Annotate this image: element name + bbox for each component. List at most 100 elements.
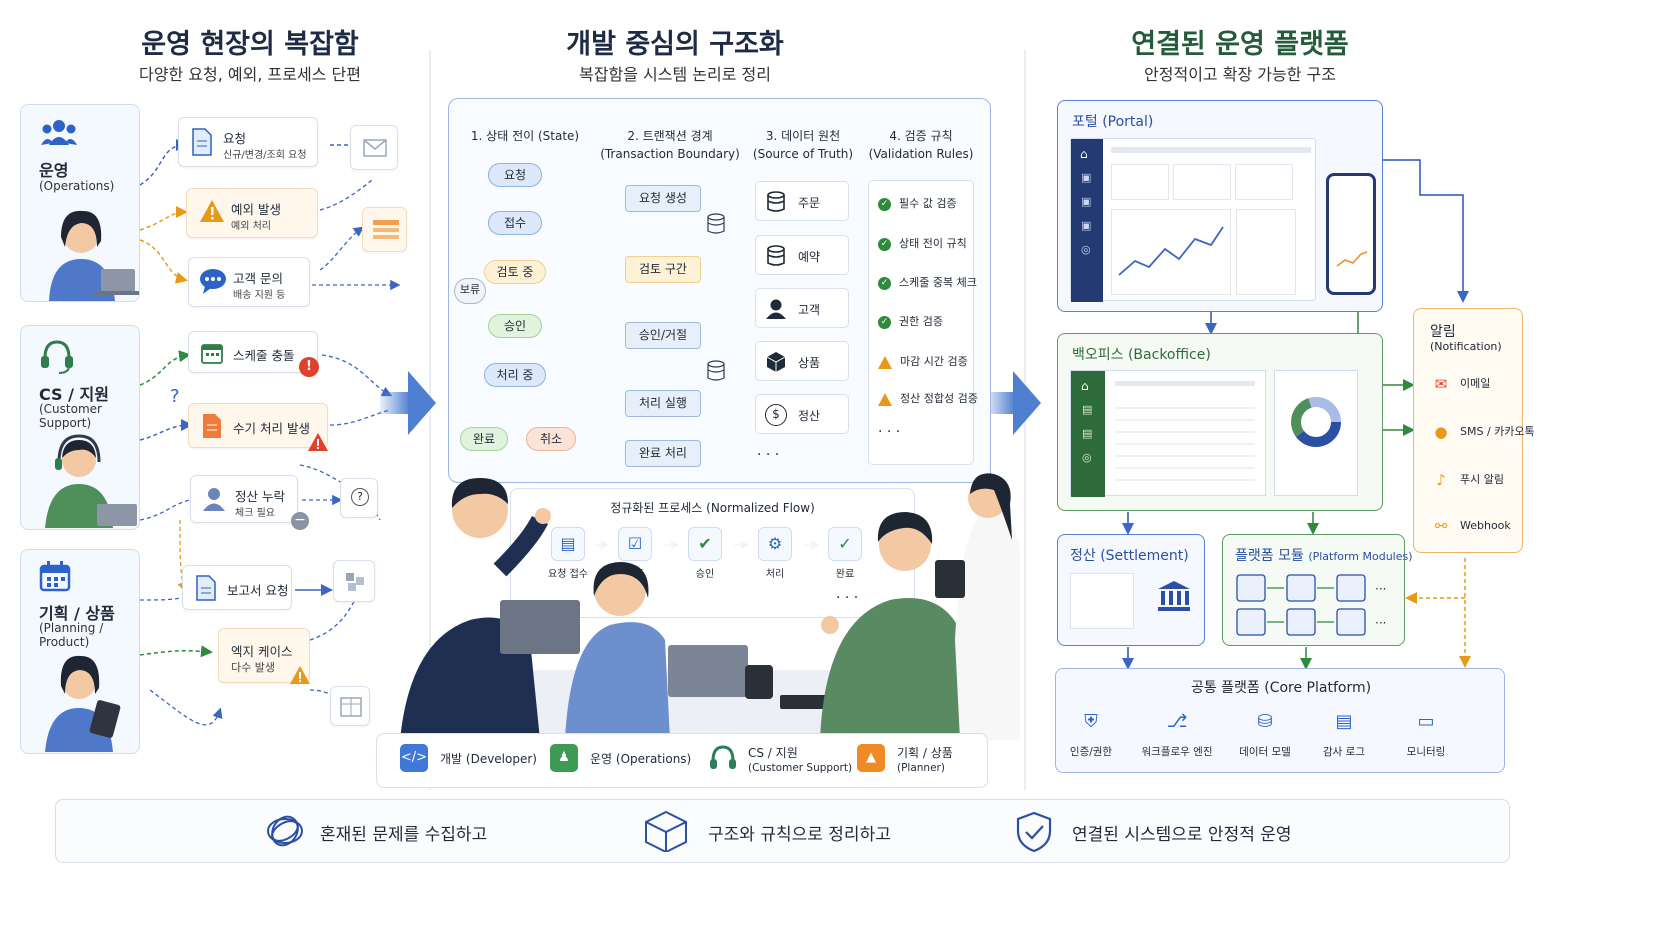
chip-subtitle: 체크 필요 (235, 508, 275, 519)
notification-item-sms: ●SMS / 카카오톡 (1430, 423, 1534, 441)
core-item-monitoring: ▭모니터링 (1387, 708, 1465, 759)
validation-rule: 정산 정합성 검증 (878, 390, 978, 406)
question-icon: ? (351, 488, 369, 506)
chip-subtitle: 다수 발생 (231, 661, 275, 674)
minus-icon: − (291, 512, 309, 530)
big-arrow-left (408, 371, 436, 435)
section-title-dev: 개발 중심의 구조화 (566, 29, 784, 60)
chip-inquiry: 고객 문의 배송 지원 등 (188, 257, 310, 307)
big-arrow-body-left (380, 392, 410, 414)
legend-sublabel: (Customer Support) (748, 762, 853, 774)
notification-item-webhook: ⚯Webhook (1430, 517, 1511, 535)
big-arrow-right (1013, 371, 1041, 435)
team-meeting-illustration (400, 473, 1020, 740)
portal-sidebar: ⌂ ▣ ▣ ▣ ◎ (1071, 139, 1103, 302)
table-card (330, 686, 370, 726)
core-item-auth: ⛨인증/권한 (1052, 708, 1130, 759)
question-mark: ? (170, 386, 180, 407)
backoffice-screen: ⌂ ▤ ▤ ◎ (1070, 370, 1266, 497)
settlement-title: 정산 (Settlement) (1070, 548, 1189, 564)
mobile-phone (1326, 173, 1376, 295)
bell-icon: ♪ (1436, 471, 1446, 489)
backoffice-sidebar: ⌂ ▤ ▤ ◎ (1071, 371, 1105, 497)
normalized-flow-title: 정규화된 프로세스 (Normalized Flow) (610, 501, 815, 515)
cs-person-illustration (45, 434, 137, 528)
document-icon (203, 414, 221, 438)
warning-icon (290, 666, 310, 684)
state-node-hold: 보류 (454, 278, 486, 304)
column-subtitle: (Source of Truth) (752, 147, 854, 161)
state-node: 검토 중 (484, 260, 546, 284)
source-item-product: 상품 (755, 341, 849, 381)
document-icon: ▤ (551, 527, 585, 561)
people-icon: ♟ (550, 744, 578, 772)
database-icon (767, 191, 785, 212)
legend-label: 기획 / 상품 (897, 746, 953, 760)
chat-bubble-icon (200, 269, 226, 294)
modules-grid-graphic: ······ (1236, 574, 1386, 636)
check-icon: ✓ (878, 197, 891, 211)
section-title-platform: 연결된 운영 플랫폼 (1131, 29, 1349, 60)
state-node: 완료 (460, 427, 508, 451)
modules-title-en: (Platform Modules) (1308, 550, 1413, 563)
column-title: 3. 데이터 원천 (765, 129, 841, 143)
validation-rule: ✓권한 검증 (878, 313, 943, 329)
check-icon: ✓ (878, 315, 891, 329)
menu-icon: ▤ (1082, 427, 1093, 440)
database-icon (707, 360, 725, 381)
role-card-operations: 운영 (Operations) (20, 104, 140, 302)
check-icon: ✓ (878, 237, 891, 251)
role-subtitle: (Operations) (39, 179, 115, 193)
notification-title: 알림 (1430, 324, 1456, 340)
core-item-audit-log: ▤감사 로그 (1305, 708, 1383, 759)
user-icon (766, 299, 786, 319)
list-widget (1236, 209, 1296, 295)
portal-title: 포털 (Portal) (1072, 114, 1154, 130)
section-title-field: 운영 현장의 복잡함 (141, 29, 359, 60)
validation-label: 스케줄 중복 체크 (899, 276, 977, 289)
operations-person-illustration (49, 210, 139, 301)
flow-ellipsis: · · · (836, 590, 859, 606)
calendar-icon (201, 344, 223, 364)
column-title: 2. 트랜잭션 경계 (627, 129, 713, 143)
state-node: 승인 (488, 314, 542, 338)
menu-icon: ◎ (1081, 243, 1091, 256)
list-icon (373, 220, 399, 239)
structure-blocks-icon (645, 810, 687, 852)
table-graphic (1115, 397, 1255, 487)
bottom-step-organize: 구조와 규칙으로 정리하고 (708, 825, 891, 845)
webhook-icon: ⚯ (1434, 517, 1448, 535)
portal-screen: ⌂ ▣ ▣ ▣ ◎ (1070, 138, 1316, 302)
notification-item-push: ♪ 푸시 알림 (1430, 471, 1504, 489)
validation-label: 필수 값 검증 (899, 197, 957, 210)
source-item-settlement: $ 정산 (755, 394, 849, 434)
source-label: 정산 (798, 409, 821, 423)
warning-icon (878, 392, 892, 406)
column-subtitle: (Validation Rules) (868, 147, 974, 161)
sources-ellipsis: · · · (757, 447, 780, 463)
widget-card (1235, 164, 1293, 200)
done-icon: ✓ (828, 527, 862, 561)
core-platform-title: 공통 플랫폼 (Core Platform) (1190, 680, 1372, 696)
database-icon: ⛁ (1257, 711, 1273, 732)
home-icon: ⌂ (1080, 147, 1088, 161)
legend-label: 개발 (Developer) (440, 752, 537, 766)
gear-icon: ⚙ (758, 527, 792, 561)
envelope-icon: ✉ (1434, 375, 1448, 393)
backoffice-box: 백오피스 (Backoffice) ⌂ ▤ ▤ ◎ (1057, 333, 1383, 511)
validation-ellipsis: · · · (878, 424, 901, 440)
bottom-step-collect: 혼재된 문제를 수집하고 (320, 825, 488, 845)
menu-icon: ▣ (1081, 195, 1092, 208)
chip-request: 요청 신규/변경/조회 요청 (178, 117, 318, 167)
notification-label: 푸시 알림 (1460, 473, 1504, 486)
tangle-icon (267, 815, 303, 847)
team-legend (376, 733, 988, 788)
warning-icon (878, 355, 892, 369)
warning-icon (308, 433, 328, 451)
chip-title: 예외 발생 (231, 202, 281, 217)
chip-title: 고객 문의 (233, 271, 283, 286)
core-item-label: 모니터링 (1406, 746, 1446, 758)
backoffice-title: 백오피스 (Backoffice) (1072, 347, 1211, 363)
chip-settlement-missing: 정산 누락 체크 필요 − (190, 475, 309, 530)
home-icon: ⌂ (1081, 379, 1089, 393)
